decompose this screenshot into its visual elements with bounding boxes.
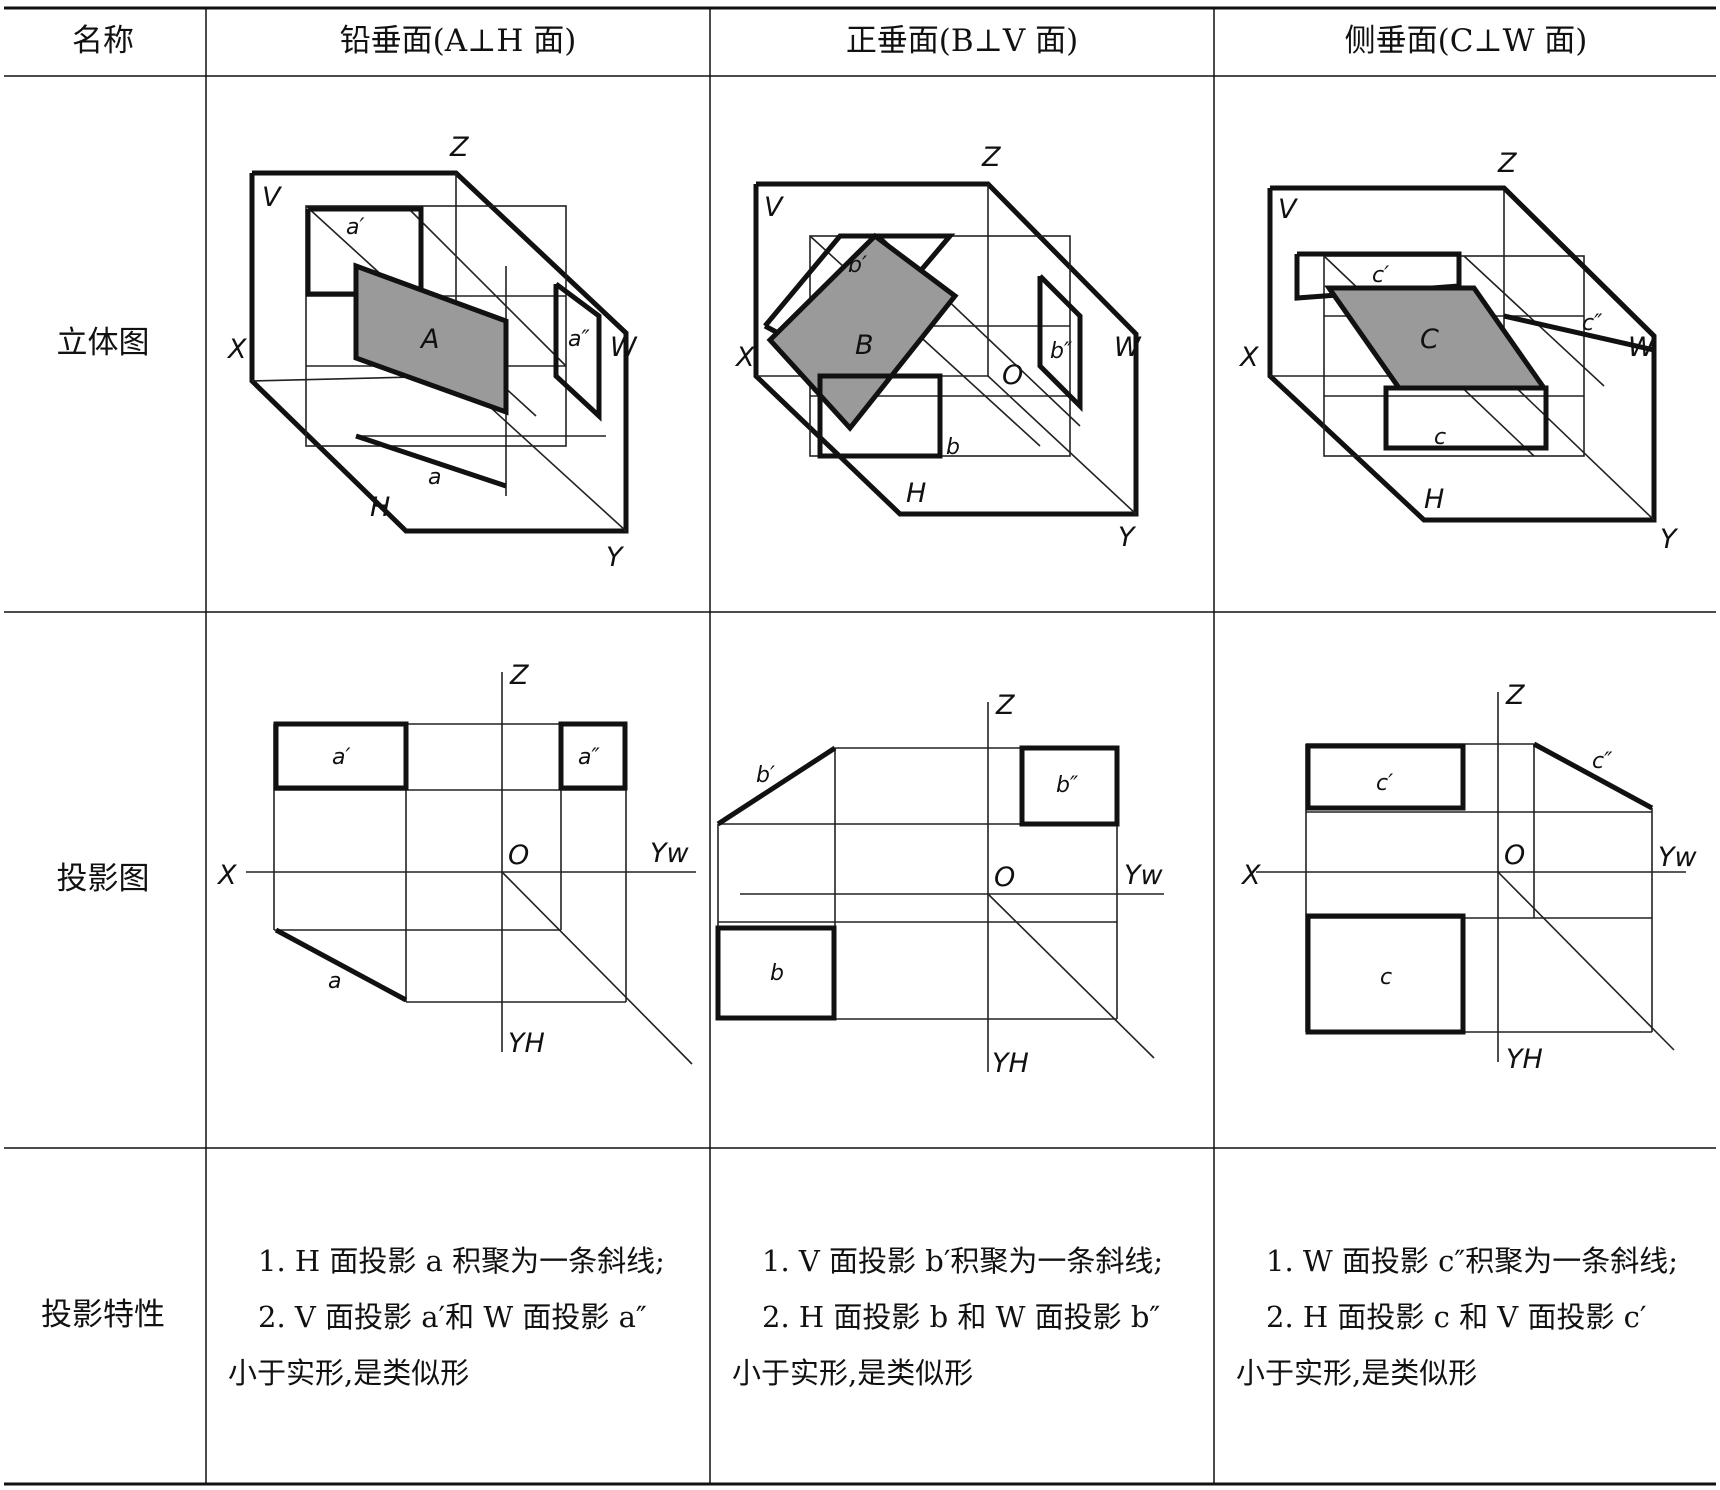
label-c-prime: c′ (1372, 263, 1389, 288)
axis-label-yw: Yw (650, 838, 689, 869)
header-col-2: 正垂面(B⊥V 面) (845, 23, 1079, 59)
property-line-3: 小于实形,是类似形 (1236, 1356, 1478, 1390)
axis-label-z: Z (1505, 680, 1525, 711)
projection-figure-1: X Z O Yw YH a′ a″ a (216, 660, 696, 1065)
proj-label-c-double-prime: c″ (1592, 749, 1613, 774)
axis-label-x: X (1240, 860, 1261, 891)
axis-label-yw: Yw (1658, 842, 1697, 873)
axis-label-z: Z (995, 690, 1015, 721)
stereo-figure-3: X Y Z V H W C c′ c″ c (1238, 148, 1679, 555)
plane-label-w: W (1114, 332, 1142, 363)
property-line-1: 1. V 面投影 b′积聚为一条斜线; (762, 1244, 1164, 1278)
proj-label-c: c (1380, 965, 1392, 990)
axis-label-yw: Yw (1124, 860, 1163, 891)
property-line-3: 小于实形,是类似形 (228, 1356, 470, 1390)
property-line-2: 2. H 面投影 b 和 W 面投影 b″ (762, 1300, 1161, 1334)
header-col-3: 侧垂面(C⊥W 面) (1344, 23, 1588, 59)
property-line-3: 小于实形,是类似形 (732, 1356, 974, 1390)
axis-label-x: X (226, 334, 247, 365)
header-name: 名称 (72, 23, 134, 59)
label-b-prime: b′ (848, 253, 867, 278)
origin-label: O (994, 862, 1015, 893)
plane-label-h: H (906, 478, 926, 509)
axis-label-x: X (216, 860, 237, 891)
plane-label-v: V (262, 182, 283, 213)
proj-label-a-double-prime: a″ (578, 745, 600, 770)
axis-label-x: X (1238, 342, 1259, 373)
axis-label-y: Y (1118, 522, 1137, 553)
property-line-2: 2. H 面投影 c 和 V 面投影 c′ (1266, 1300, 1647, 1334)
property-line-1: 1. H 面投影 a 积聚为一条斜线; (258, 1244, 665, 1278)
axis-label-z: Z (449, 132, 469, 163)
proj-label-c-prime: c′ (1376, 771, 1393, 796)
axis-label-z: Z (981, 142, 1001, 173)
proj-label-b-double-prime: b″ (1056, 773, 1079, 798)
projection-figure-3: X Z O Yw YH c′ c″ c (1240, 680, 1697, 1075)
proj-label-a-prime: a′ (332, 745, 350, 770)
stereo-figure-2: X Y Z V H W B O b′ b″ b (734, 142, 1142, 553)
axis-label-yh: YH (508, 1028, 545, 1059)
label-a-prime: a′ (346, 215, 364, 240)
proj-label-b: b (770, 961, 784, 986)
properties-col-2: 1. V 面投影 b′积聚为一条斜线; 2. H 面投影 b 和 W 面投影 b… (732, 1233, 1202, 1401)
label-a: a (428, 465, 441, 490)
row-label-stereo: 立体图 (56, 325, 150, 361)
origin-label: O (1002, 360, 1023, 391)
property-line-1: 1. W 面投影 c″积聚为一条斜线; (1266, 1244, 1678, 1278)
plane-label-w: W (610, 332, 638, 363)
properties-col-1: 1. H 面投影 a 积聚为一条斜线; 2. V 面投影 a′和 W 面投影 a… (228, 1233, 698, 1401)
plane-label-v: V (1278, 194, 1299, 225)
properties-col-3: 1. W 面投影 c″积聚为一条斜线; 2. H 面投影 c 和 V 面投影 c… (1236, 1233, 1706, 1401)
proj-label-a: a (328, 969, 341, 994)
row-label-projection: 投影图 (56, 861, 150, 897)
plane-label-h: H (370, 492, 390, 523)
label-c-double-prime: c″ (1582, 311, 1603, 336)
axis-label-y: Y (1660, 524, 1679, 555)
axis-label-yh: YH (1506, 1044, 1543, 1075)
plane-label-w: W (1628, 332, 1656, 363)
label-a-double-prime: a″ (568, 327, 590, 352)
face-label-c: C (1420, 324, 1439, 355)
axis-label-x: X (734, 342, 755, 373)
plane-label-v: V (764, 192, 785, 223)
face-label-a: A (419, 324, 439, 355)
label-b-double-prime: b″ (1050, 339, 1073, 364)
axis-label-y: Y (606, 542, 625, 573)
origin-label: O (1504, 840, 1525, 871)
label-b: b (946, 435, 960, 460)
label-c: c (1434, 425, 1446, 450)
row-label-properties: 投影特性 (41, 1297, 165, 1333)
face-label-b: B (855, 330, 874, 361)
stereo-figure-1: X Y Z V H W A a′ a″ a (226, 132, 638, 573)
header-col-1: 铅垂面(A⊥H 面) (339, 23, 577, 59)
projection-figure-2: X Z O Yw YH b′ b″ b (715, 690, 1164, 1079)
axis-label-z: Z (509, 660, 529, 691)
property-line-2: 2. V 面投影 a′和 W 面投影 a″ (258, 1300, 647, 1334)
axis-label-z: Z (1497, 148, 1517, 179)
plane-label-h: H (1424, 484, 1444, 515)
proj-label-b-prime: b′ (756, 763, 775, 788)
origin-label: O (508, 840, 529, 871)
axis-label-yh: YH (992, 1048, 1029, 1079)
